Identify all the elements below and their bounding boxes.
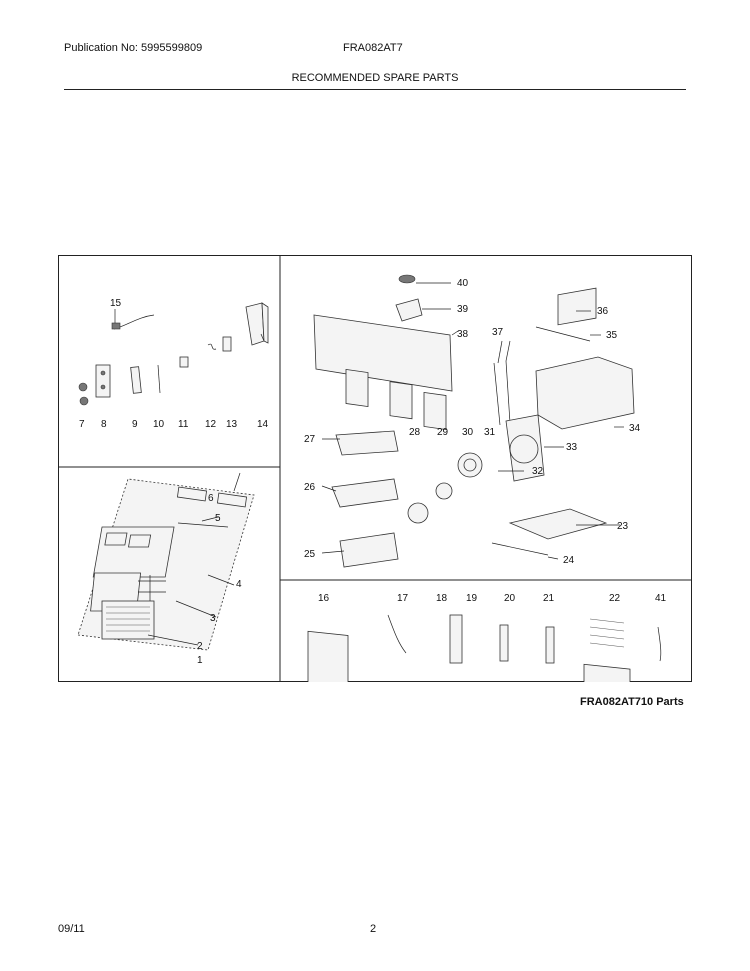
callout-26: 26: [304, 482, 316, 493]
callout-17: 17: [397, 593, 409, 604]
callout-4: 4: [236, 579, 242, 590]
page-title: RECOMMENDED SPARE PARTS: [291, 72, 459, 84]
electrical-parts-illustration: [307, 614, 662, 682]
model-number: FRA082AT7: [343, 42, 403, 54]
callout-23: 23: [617, 521, 629, 532]
publication-number: Publication No: 5995599809: [64, 42, 203, 54]
callout-30: 30: [462, 427, 474, 438]
callout-18: 18: [436, 593, 448, 604]
callout-33: 33: [566, 442, 578, 453]
callout-36: 36: [597, 306, 609, 317]
callout-28: 28: [409, 427, 421, 438]
diagram-caption: FRA082AT710 Parts: [580, 696, 684, 708]
callout-16: 16: [318, 593, 330, 604]
callout-numbers: 15 7 8 9 10 11 12 13 14 6 5 4 3 2 1 40 3…: [79, 278, 667, 666]
callout-3: 3: [210, 613, 216, 624]
callout-1: 1: [197, 655, 203, 666]
callout-34: 34: [629, 423, 641, 434]
callout-11: 11: [178, 419, 189, 430]
diagram-frame: [58, 255, 692, 682]
callout-21: 21: [543, 593, 555, 604]
callout-20: 20: [504, 593, 516, 604]
callout-2: 2: [197, 641, 203, 652]
callout-9: 9: [132, 419, 138, 430]
power-cord-illustration: [111, 314, 155, 330]
callout-35: 35: [606, 330, 618, 341]
callout-leader-lines: [114, 282, 624, 646]
callout-22: 22: [609, 593, 621, 604]
front-grille-illustration: [77, 478, 255, 651]
footer-date: 09/11: [58, 923, 85, 935]
callout-5: 5: [215, 513, 221, 524]
callout-19: 19: [466, 593, 478, 604]
callout-31: 31: [484, 427, 496, 438]
callout-29: 29: [437, 427, 449, 438]
callout-15: 15: [110, 298, 122, 309]
header-divider: [64, 89, 686, 90]
callout-25: 25: [304, 549, 316, 560]
callout-40: 40: [457, 278, 469, 289]
callout-8: 8: [101, 419, 107, 430]
callout-41: 41: [655, 593, 667, 604]
callout-24: 24: [563, 555, 575, 566]
callout-32: 32: [532, 466, 544, 477]
control-parts-illustration: [78, 302, 269, 406]
callout-13: 13: [226, 419, 238, 430]
callout-10: 10: [153, 419, 165, 430]
page-number: 2: [370, 923, 377, 935]
callout-6: 6: [208, 493, 214, 504]
callout-38: 38: [457, 329, 469, 340]
callout-7: 7: [79, 419, 85, 430]
callout-39: 39: [457, 304, 469, 315]
chassis-illustration: [313, 274, 635, 568]
callout-27: 27: [304, 434, 316, 445]
exploded-parts-diagram: 15 7 8 9 10 11 12 13 14 6 5 4 3 2 1 40 3…: [58, 255, 692, 682]
callout-14: 14: [257, 419, 269, 430]
callout-37: 37: [492, 327, 504, 338]
callout-12: 12: [205, 419, 217, 430]
